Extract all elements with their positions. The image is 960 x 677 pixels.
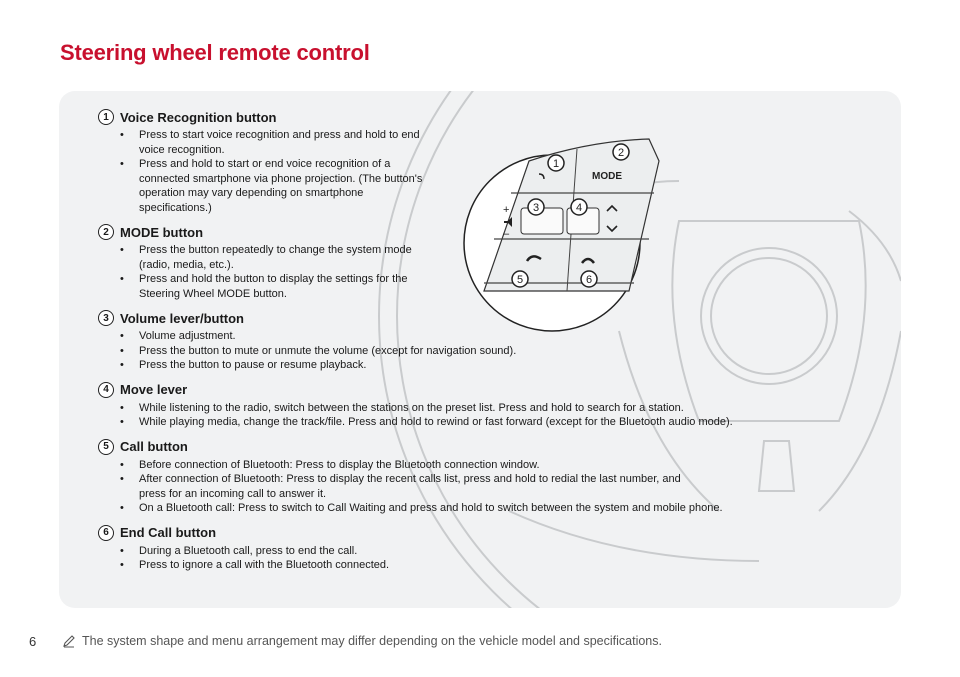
- item-title: MODE button: [120, 224, 204, 240]
- bullet: While playing media, change the track/fi…: [118, 415, 858, 430]
- svg-text:6: 6: [586, 274, 592, 286]
- bullet: Press and hold to start or end voice rec…: [118, 157, 439, 215]
- marker-3: 3: [527, 198, 545, 216]
- marker-1: 1: [547, 154, 565, 172]
- item-title: Call button: [120, 439, 188, 454]
- svg-text:4: 4: [576, 202, 582, 214]
- svg-text:2: 2: [618, 147, 624, 159]
- plus-label: +: [503, 204, 509, 216]
- steering-wheel-illustration: MODE + – 1 2 3 4 5 6: [378, 91, 901, 608]
- item-volume-lever: 3 Volume lever/button Volume adjustment.…: [98, 309, 858, 373]
- mode-label: MODE: [592, 171, 622, 182]
- item-end-call-button: 6 End Call button During a Bluetooth cal…: [98, 524, 858, 573]
- marker-2: 2: [612, 143, 630, 161]
- bullet: Press to start voice recognition and pre…: [118, 128, 439, 157]
- svg-text:3: 3: [533, 202, 539, 214]
- bullet: Volume adjustment.: [118, 329, 858, 344]
- item-title: Move lever: [120, 382, 188, 397]
- number-badge: 1: [98, 109, 114, 125]
- marker-6: 6: [580, 270, 598, 288]
- svg-text:5: 5: [517, 274, 523, 286]
- page-number: 6: [29, 634, 37, 649]
- phone-call-icon: [525, 255, 542, 262]
- callout-list: 1 Voice Recognition button Press to star…: [98, 108, 858, 581]
- chevron-down-icon: [606, 225, 618, 233]
- bullet: After connection of Bluetooth: Press to …: [118, 472, 699, 501]
- pencil-note-icon: [63, 635, 75, 648]
- bullet: On a Bluetooth call: Press to switch to …: [118, 501, 858, 516]
- item-move-lever: 4 Move lever While listening to the radi…: [98, 381, 858, 430]
- note-text: The system shape and menu arrangement ma…: [82, 634, 662, 648]
- item-title: Volume lever/button: [120, 310, 244, 326]
- phone-end-icon: [581, 257, 595, 264]
- marker-5: 5: [511, 270, 529, 288]
- number-badge: 5: [98, 438, 114, 455]
- minus-label: –: [503, 228, 510, 240]
- marker-4: 4: [570, 198, 588, 216]
- bullet: Press and hold the button to display the…: [118, 272, 439, 301]
- bullet: Press the button to mute or unmute the v…: [118, 344, 858, 359]
- bullet: Press the button repeatedly to change th…: [118, 243, 439, 272]
- item-mode-button: 2 MODE button Press the button repeatedl…: [98, 223, 858, 301]
- svg-text:1: 1: [553, 158, 559, 170]
- number-badge: 6: [98, 524, 114, 541]
- bullet: Before connection of Bluetooth: Press to…: [118, 458, 858, 473]
- footer-note: The system shape and menu arrangement ma…: [62, 634, 662, 648]
- page-title: Steering wheel remote control: [60, 40, 370, 65]
- item-title: End Call button: [120, 525, 217, 540]
- chevron-up-icon: [606, 204, 618, 212]
- content-panel: MODE + – 1 2 3 4 5 6 1 Voice Recognition…: [59, 91, 901, 608]
- voice-recognition-icon: [538, 173, 545, 180]
- number-badge: 4: [98, 381, 114, 398]
- bullet: While listening to the radio, switch bet…: [118, 401, 858, 416]
- bullet: Press the button to pause or resume play…: [118, 358, 858, 373]
- zoom-lens: [463, 138, 660, 332]
- item-voice-recognition: 1 Voice Recognition button Press to star…: [98, 108, 858, 215]
- bullet: During a Bluetooth call, press to end th…: [118, 544, 858, 559]
- bullet: Press to ignore a call with the Bluetoot…: [118, 558, 858, 573]
- mute-icon: [504, 217, 512, 227]
- number-badge: 2: [98, 224, 114, 240]
- item-call-button: 5 Call button Before connection of Bluet…: [98, 438, 858, 516]
- item-title: Voice Recognition button: [120, 109, 277, 125]
- number-badge: 3: [98, 310, 114, 326]
